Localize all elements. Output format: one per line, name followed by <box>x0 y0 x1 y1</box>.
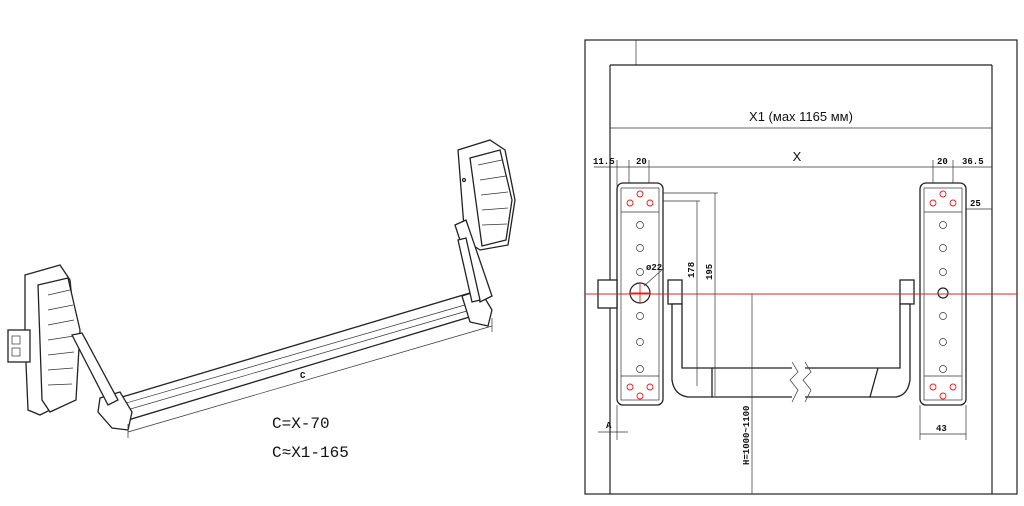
dimension-left-20: 20 <box>636 157 647 167</box>
formula-c-x: C=X-70 <box>272 415 330 433</box>
push-bar <box>97 289 493 431</box>
dimension-43: 43 <box>936 424 947 434</box>
dimension-25: 25 <box>970 199 981 209</box>
right-lock-head <box>454 139 516 303</box>
dimension-hole-22: ø22 <box>646 263 662 273</box>
dimension-c-label: C <box>300 371 306 381</box>
plan-view: X1 (мах 1165 мм) X 11.5 20 20 36.5 25 <box>584 39 1018 495</box>
dimension-c: C <box>127 318 493 438</box>
dimension-178: 178 <box>687 262 697 278</box>
dimension-height: H=1000~1100 <box>742 406 752 465</box>
dimension-x1-label: X1 (мах 1165 мм) <box>749 109 853 124</box>
dimension-x-label: X <box>793 149 802 164</box>
push-bar-plan <box>667 279 915 403</box>
dimension-a: A <box>606 421 612 431</box>
dimension-36-5: 36.5 <box>962 157 984 167</box>
dimension-195: 195 <box>705 264 715 280</box>
dimension-11-5: 11.5 <box>593 157 615 167</box>
perspective-panic-bar: C <box>7 139 516 462</box>
dimension-right-20: 20 <box>937 157 948 167</box>
door-frame <box>584 39 1018 495</box>
formula-c-x1: C≈X1-165 <box>272 444 349 462</box>
left-lock-head <box>7 264 119 416</box>
